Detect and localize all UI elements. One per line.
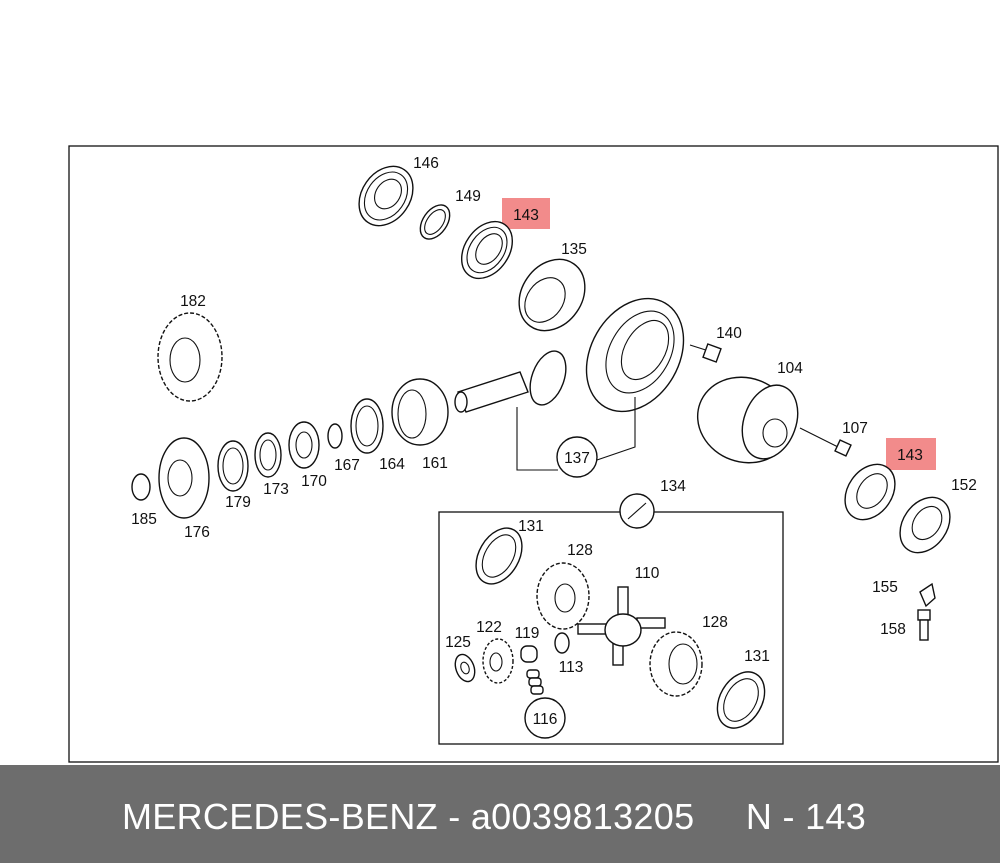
part-128-side-gear-lower (649, 631, 703, 697)
part-158-bolt (917, 609, 931, 641)
label-146: 146 (413, 155, 439, 172)
highlight-143-right (886, 438, 936, 470)
part-pinion-shaft (454, 350, 567, 413)
label-110: 110 (635, 565, 660, 582)
label-128-lower: 128 (702, 614, 728, 631)
part-170-bearing (288, 421, 320, 469)
callout-116 (524, 697, 566, 739)
part-173-spacer (254, 432, 282, 478)
brand-name: MERCEDES-BENZ (122, 796, 438, 837)
differential-subassembly-frame (438, 511, 784, 745)
part-131-ring-lower (716, 671, 766, 729)
part-135-cup (518, 258, 586, 332)
part-128-side-gear-upper (536, 562, 590, 630)
label-170: 170 (301, 473, 327, 490)
label-134: 134 (660, 478, 686, 495)
part-116-pins (526, 669, 544, 695)
part-104-differential-housing (696, 376, 799, 464)
part-137-ring-gear (585, 297, 685, 413)
part-143-bearing-right (844, 463, 896, 521)
parts-diagram: 146 149 143 135 182 140 104 107 143 152 … (68, 145, 999, 763)
label-155: 155 (872, 579, 898, 596)
part-149-ring (419, 204, 451, 240)
label-107: 107 (842, 420, 868, 437)
label-122: 122 (476, 619, 502, 636)
part-140-bolt (689, 343, 722, 363)
footer-caption: MERCEDES-BENZ - a0039813205 N - 143 (122, 796, 866, 838)
part-143-bearing (460, 220, 514, 280)
label-119: 119 (515, 625, 540, 642)
label-137: 137 (564, 450, 590, 467)
label-167: 167 (334, 457, 360, 474)
label-179: 179 (225, 494, 251, 511)
label-149: 149 (455, 188, 481, 205)
part-119-bushing (520, 645, 538, 663)
label-161: 161 (422, 455, 448, 472)
part-125-washer (454, 653, 476, 683)
part-146-seal (358, 165, 414, 227)
label-131-lower: 131 (744, 648, 770, 665)
part-161-bearing (391, 378, 449, 446)
part-176-flange (158, 437, 210, 519)
label-164: 164 (379, 456, 405, 473)
part-107-bolt (799, 427, 852, 457)
part-110-spider (577, 586, 666, 666)
label-152: 152 (951, 477, 977, 494)
label-128-upper: 128 (567, 542, 593, 559)
label-125: 125 (445, 634, 471, 651)
label-143-right: 143 (897, 447, 923, 464)
bracket-137 (516, 407, 558, 471)
part-182-gear (157, 312, 223, 402)
footer-bar (0, 765, 1000, 863)
part-number: a0039813205 (470, 796, 695, 837)
part-155-lock-plate (919, 582, 936, 608)
bracket-137b (596, 397, 636, 461)
part-122-pinion-gear (482, 638, 514, 684)
part-113-washer (554, 632, 570, 654)
label-131-upper: 131 (518, 518, 544, 535)
label-176: 176 (184, 524, 210, 541)
separator: - (448, 796, 461, 837)
label-140: 140 (716, 325, 742, 342)
highlight-143-top (502, 198, 550, 229)
label-143-top: 143 (513, 207, 539, 224)
part-164-ring (350, 398, 384, 454)
callout-137 (556, 436, 598, 478)
part-167-washer (327, 423, 343, 449)
label-158: 158 (880, 621, 906, 638)
part-131-ring-upper (475, 527, 523, 585)
label-116: 116 (533, 711, 558, 728)
label-185: 185 (131, 511, 157, 528)
part-152-adjusting-nut (899, 496, 951, 554)
label-182: 182 (180, 293, 206, 310)
wrench-icon (619, 493, 655, 529)
label-135: 135 (561, 241, 587, 258)
part-179-seal (217, 440, 249, 492)
reference-number: N - 143 (745, 796, 867, 837)
label-113: 113 (559, 659, 584, 676)
diagram-frame (68, 145, 999, 763)
label-173: 173 (263, 481, 289, 498)
part-185-nut (131, 473, 151, 501)
label-104: 104 (777, 360, 803, 377)
